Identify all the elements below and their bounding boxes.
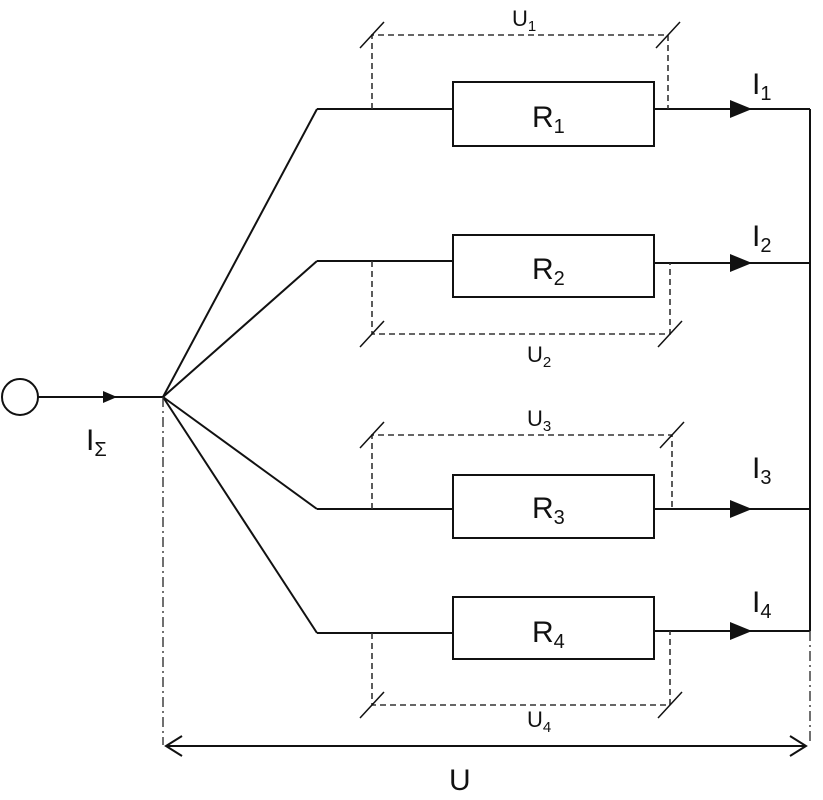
resistor-r2 bbox=[452, 234, 655, 298]
voltage-u3-measure bbox=[371, 434, 673, 509]
resistor-r2-label: R2 bbox=[532, 253, 565, 290]
source-current-label: IΣ bbox=[86, 424, 107, 461]
voltage-u1-measure bbox=[371, 34, 669, 109]
branch-3: R3 I3 U3 bbox=[317, 406, 810, 539]
current-i4-arrow bbox=[730, 622, 752, 640]
current-i2-label: I2 bbox=[752, 220, 771, 257]
voltage-u4-measure bbox=[371, 631, 671, 706]
current-i2-arrow bbox=[730, 254, 752, 272]
voltage-u2-measure bbox=[371, 261, 671, 335]
branch-4: R4 I4 U4 bbox=[317, 586, 810, 736]
branch-1: R1 I1 U1 bbox=[317, 6, 810, 147]
resistor-r4-label: R4 bbox=[532, 616, 565, 653]
voltage-u1-label: U1 bbox=[512, 6, 536, 35]
branch-2: R2 I2 U2 bbox=[317, 220, 810, 371]
voltage-u3-label: U3 bbox=[527, 406, 551, 435]
resistor-r1 bbox=[452, 81, 655, 147]
current-i3-arrow bbox=[730, 500, 752, 518]
resistor-r4 bbox=[452, 596, 655, 660]
total-voltage-label: U bbox=[449, 764, 471, 797]
voltage-u4-label: U4 bbox=[527, 707, 551, 736]
branch-1-feed-wire bbox=[162, 108, 318, 398]
resistor-r3-label: R3 bbox=[532, 492, 565, 529]
current-i1-label: I1 bbox=[752, 68, 771, 105]
branch-2-feed-wire bbox=[162, 260, 318, 398]
resistor-r1-label: R1 bbox=[532, 101, 565, 138]
resistor-r3 bbox=[452, 474, 655, 539]
branch-3-feed-wire bbox=[162, 396, 318, 510]
current-i1-arrow bbox=[730, 100, 752, 118]
total-voltage-arrow-left-head bbox=[164, 735, 183, 757]
current-i4-label: I4 bbox=[752, 586, 771, 623]
current-i3-label: I3 bbox=[752, 452, 771, 489]
total-voltage-arrow-right-head bbox=[789, 735, 808, 757]
input-current-arrow bbox=[103, 391, 117, 403]
branch-4-feed-wire bbox=[162, 396, 318, 634]
voltage-u2-label: U2 bbox=[527, 342, 551, 371]
source-terminal bbox=[1, 378, 39, 416]
